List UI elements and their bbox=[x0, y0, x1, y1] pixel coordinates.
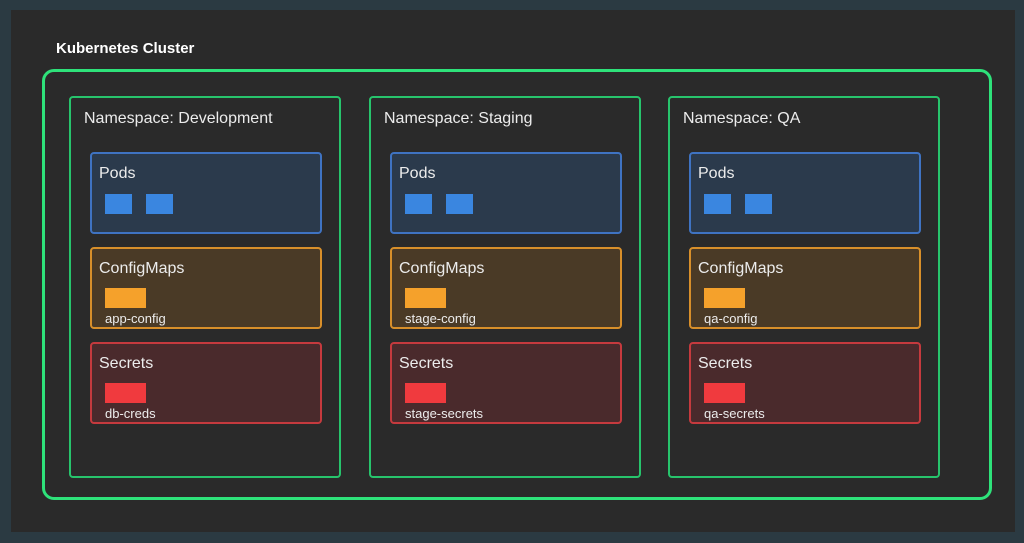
pods-label: Pods bbox=[399, 165, 436, 182]
pod-block bbox=[704, 194, 731, 214]
secret-name: qa-secrets bbox=[704, 406, 765, 421]
pods-panel: Pods bbox=[90, 152, 322, 234]
configmap-block bbox=[704, 288, 745, 308]
namespace-qa: Namespace: QA Pods ConfigMaps qa-config … bbox=[668, 96, 940, 478]
pods-panel: Pods bbox=[390, 152, 622, 234]
secrets-label: Secrets bbox=[99, 355, 154, 372]
secrets-panel: Secrets db-creds bbox=[90, 342, 322, 424]
pods-label: Pods bbox=[698, 165, 735, 182]
configmap-block bbox=[105, 288, 146, 308]
cluster-boundary bbox=[42, 69, 992, 500]
secret-name: stage-secrets bbox=[405, 406, 484, 421]
namespace-title: Namespace: QA bbox=[683, 110, 801, 127]
secret-block bbox=[405, 383, 446, 403]
namespace-staging: Namespace: Staging Pods ConfigMaps stage… bbox=[369, 96, 641, 478]
configmaps-label: ConfigMaps bbox=[698, 260, 784, 277]
configmaps-label: ConfigMaps bbox=[99, 260, 185, 277]
secret-name: db-creds bbox=[105, 406, 156, 421]
configmap-name: app-config bbox=[105, 311, 166, 326]
cluster-title: Kubernetes Cluster bbox=[56, 40, 195, 57]
pod-block bbox=[446, 194, 473, 214]
configmap-block bbox=[405, 288, 446, 308]
pod-block bbox=[105, 194, 132, 214]
secrets-panel: Secrets stage-secrets bbox=[390, 342, 622, 424]
secrets-panel: Secrets qa-secrets bbox=[689, 342, 921, 424]
namespace-development: Namespace: Development Pods ConfigMaps a… bbox=[69, 96, 341, 478]
secret-block bbox=[105, 383, 146, 403]
pods-label: Pods bbox=[99, 165, 136, 182]
secrets-label: Secrets bbox=[399, 355, 454, 372]
pod-block bbox=[745, 194, 772, 214]
configmaps-panel: ConfigMaps qa-config bbox=[689, 247, 921, 329]
configmap-name: stage-config bbox=[405, 311, 476, 326]
namespace-title: Namespace: Staging bbox=[384, 110, 533, 127]
secrets-label: Secrets bbox=[698, 355, 753, 372]
configmap-name: qa-config bbox=[704, 311, 758, 326]
pods-panel: Pods bbox=[689, 152, 921, 234]
namespace-title: Namespace: Development bbox=[84, 110, 273, 127]
configmaps-panel: ConfigMaps app-config bbox=[90, 247, 322, 329]
configmaps-panel: ConfigMaps stage-config bbox=[390, 247, 622, 329]
diagram-canvas: Kubernetes Cluster Namespace: Developmen… bbox=[11, 10, 1015, 532]
pod-block bbox=[405, 194, 432, 214]
pod-block bbox=[146, 194, 173, 214]
configmaps-label: ConfigMaps bbox=[399, 260, 485, 277]
secret-block bbox=[704, 383, 745, 403]
